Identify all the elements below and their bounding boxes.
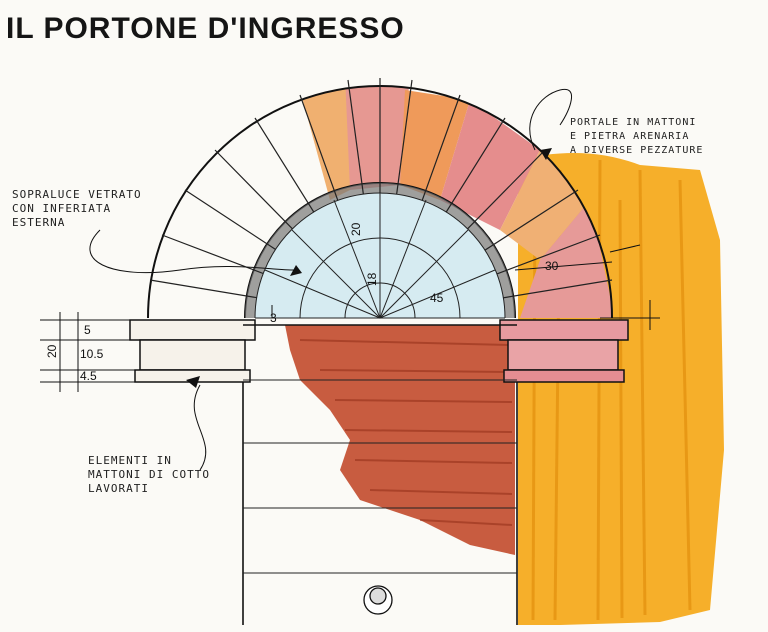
- arch-pink-right: [440, 100, 540, 230]
- right-capital: [499, 319, 629, 383]
- door-panels: [243, 379, 517, 574]
- dim-5: 5: [84, 323, 91, 337]
- arch-pink-low: [520, 200, 612, 318]
- arch-orange-band: [300, 86, 350, 200]
- fanlight-grille: [254, 192, 506, 319]
- dim-30: 30: [545, 259, 559, 273]
- left-capital: [129, 319, 256, 383]
- door-knocker-icon: [363, 585, 393, 615]
- dim-45: 45: [430, 291, 444, 305]
- dim-3: 3: [270, 311, 277, 325]
- drawing-title: IL PORTONE D'INGRESSO: [6, 12, 405, 45]
- note-leaders: [89, 88, 573, 471]
- left-dimension-lines: [40, 312, 140, 392]
- note-fanlight: SOPRALUCE VETRATO CON INFERIATA ESTERNA: [12, 188, 142, 229]
- dim-20-top: 20: [349, 222, 363, 236]
- note-arch: PORTALE IN MATTONI E PIETRA ARENARIA A D…: [570, 117, 704, 156]
- dim-20-left: 20: [45, 344, 59, 358]
- arch-pink-band: [345, 86, 410, 190]
- door-jambs: [242, 324, 518, 625]
- brick-texture: [285, 325, 515, 555]
- dim-10-5: 10.5: [80, 347, 104, 361]
- dim-4-5: 4.5: [80, 369, 97, 383]
- note-elements: ELEMENTI IN MATTONI DI COTTO LAVORATI: [88, 454, 210, 495]
- dim-18: 18: [365, 272, 379, 286]
